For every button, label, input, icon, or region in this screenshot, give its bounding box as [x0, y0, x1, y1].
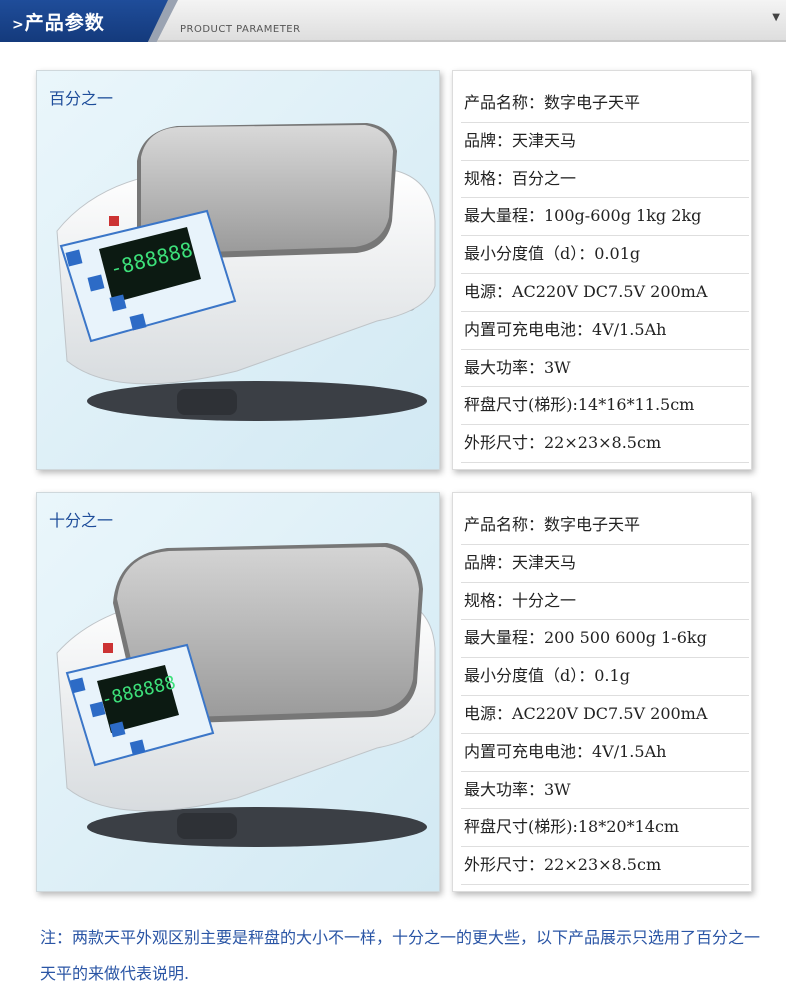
- triangle-down-icon: ▼: [772, 12, 780, 23]
- chevron-right-icon: >: [12, 17, 25, 33]
- spec-max-capacity: 最大量程：100g-600g 1kg 2kg: [461, 198, 749, 237]
- spec-product-name: 产品名称：数字电子天平: [461, 85, 749, 123]
- header-tab: [0, 0, 168, 42]
- spec-pan-size: 秤盘尺寸(梯形):14*16*11.5cm: [461, 387, 749, 426]
- spec-max-power: 最大功率：3W: [461, 350, 749, 388]
- section-subtitle: PRODUCT PARAMETER: [180, 24, 301, 35]
- spec-min-division: 最小分度值（d）：0.01g: [461, 236, 749, 274]
- section-header: >产品参数 PRODUCT PARAMETER ▼: [0, 0, 790, 46]
- spec-model: 规格：百分之一: [461, 161, 749, 199]
- spec-dimensions: 外形尺寸：22×23×8.5cm: [461, 847, 749, 885]
- product-image-panel: -888888 十分之一: [36, 492, 440, 892]
- spec-power-supply: 电源：AC220V DC7.5V 200mA: [461, 696, 749, 734]
- spec-dimensions: 外形尺寸：22×23×8.5cm: [461, 425, 749, 463]
- spec-min-division: 最小分度值（d）：0.1g: [461, 658, 749, 696]
- scale-image: -888888: [56, 123, 436, 421]
- product-label: 十分之一: [49, 511, 114, 530]
- section-title: >产品参数: [12, 12, 105, 34]
- product-image-panel: -888888 百分之一: [36, 70, 440, 470]
- spec-panel: 产品名称：数字电子天平 品牌：天津天马 规格：百分之一 最大量程：100g-60…: [452, 70, 752, 470]
- spec-max-capacity: 最大量程：200 500 600g 1-6kg: [461, 620, 749, 659]
- spec-model: 规格：十分之一: [461, 583, 749, 621]
- footnote: 注：两款天平外观区别主要是秤盘的大小不一样，十分之一的更大些，以下产品展示只选用…: [40, 928, 761, 983]
- scale-image: -888888: [56, 543, 436, 847]
- spec-list: 产品名称：数字电子天平 品牌：天津天马 规格：百分之一 最大量程：100g-60…: [461, 85, 749, 463]
- spec-max-power: 最大功率：3W: [461, 772, 749, 810]
- spec-product-name: 产品名称：数字电子天平: [461, 507, 749, 545]
- spec-pan-size: 秤盘尺寸(梯形):18*20*14cm: [461, 809, 749, 848]
- spec-battery: 内置可充电电池：4V/1.5Ah: [461, 734, 749, 772]
- spec-power-supply: 电源：AC220V DC7.5V 200mA: [461, 274, 749, 312]
- spec-brand: 品牌：天津天马: [461, 123, 749, 161]
- spec-battery: 内置可充电电池：4V/1.5Ah: [461, 312, 749, 350]
- spec-panel: 产品名称：数字电子天平 品牌：天津天马 规格：十分之一 最大量程：200 500…: [452, 492, 752, 892]
- spec-list: 产品名称：数字电子天平 品牌：天津天马 规格：十分之一 最大量程：200 500…: [461, 507, 749, 885]
- spec-brand: 品牌：天津天马: [461, 545, 749, 583]
- product-label: 百分之一: [49, 89, 114, 108]
